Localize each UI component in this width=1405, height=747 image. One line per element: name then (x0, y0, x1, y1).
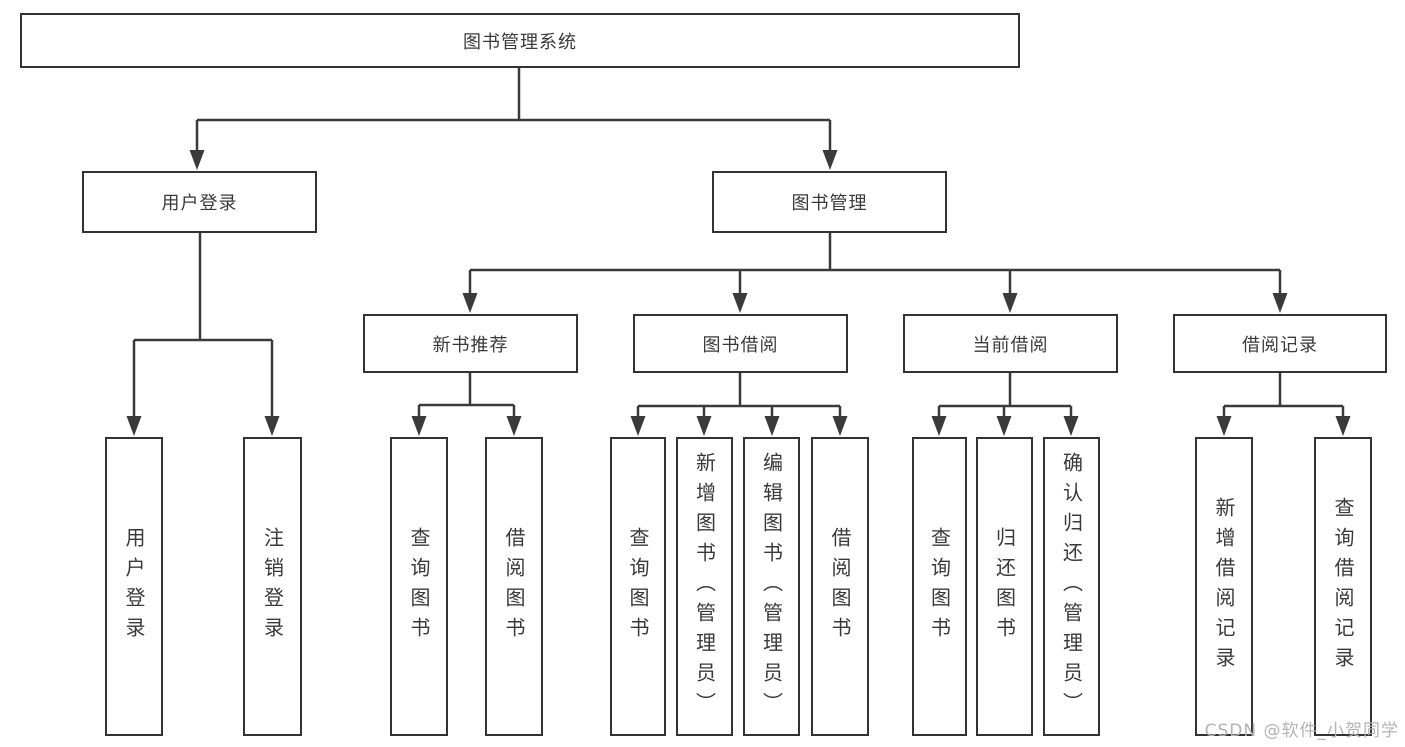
leaf-recommend-borrow-book: 借阅图书 (485, 437, 543, 736)
leaf-edit-book-admin: 编辑图书（管理员） (743, 437, 800, 736)
leaf-add-borrow-record: 新增借阅记录 (1195, 437, 1253, 736)
leaf-edit-book-admin-label: 编辑图书（管理员） (759, 451, 784, 722)
leaf-borrow-query-book-label: 查询图书 (626, 526, 650, 647)
leaf-query-borrow-record-label: 查询借阅记录 (1331, 496, 1355, 677)
node-current-borrow-label: 当前借阅 (972, 334, 1049, 356)
connector-paths (132, 68, 1345, 418)
leaf-current-query-book-label: 查询图书 (927, 526, 952, 647)
leaf-user-login-label: 用户登录 (122, 526, 146, 647)
leaf-return-book-label: 归还图书 (992, 526, 1017, 647)
node-book-borrow: 图书借阅 (633, 314, 848, 373)
node-current-borrow: 当前借阅 (903, 314, 1118, 373)
leaf-current-query-book: 查询图书 (912, 437, 967, 736)
leaf-add-book-admin: 新增图书（管理员） (676, 437, 733, 736)
arrowheads (126, 150, 1351, 436)
leaf-confirm-return-admin: 确认归还（管理员） (1043, 437, 1100, 736)
leaf-confirm-return-admin-label: 确认归还（管理员） (1059, 451, 1084, 722)
leaf-query-borrow-record: 查询借阅记录 (1314, 437, 1372, 736)
node-root: 图书管理系统 (20, 13, 1020, 68)
node-borrow-record: 借阅记录 (1173, 314, 1387, 373)
leaf-borrow-book: 借阅图书 (811, 437, 869, 736)
node-borrow-record-label: 借阅记录 (1242, 334, 1318, 356)
leaf-user-login: 用户登录 (105, 437, 163, 736)
leaf-add-book-admin-label: 新增图书（管理员） (692, 451, 717, 722)
leaf-borrow-query-book: 查询图书 (610, 437, 666, 736)
csdn-watermark: CSDN @软件_小贺同学 (1204, 721, 1399, 741)
leaf-logout-label: 注销登录 (260, 526, 285, 647)
leaf-logout: 注销登录 (243, 437, 302, 736)
leaf-recommend-query-book: 查询图书 (390, 437, 448, 736)
node-root-label: 图书管理系统 (463, 31, 577, 53)
leaf-return-book: 归还图书 (976, 437, 1033, 736)
node-book-borrow-label: 图书借阅 (702, 334, 779, 356)
node-user-login-label: 用户登录 (161, 193, 238, 214)
node-new-book-recommend-label: 新书推荐 (432, 334, 509, 356)
leaf-add-borrow-record-label: 新增借阅记录 (1212, 496, 1236, 677)
leaf-recommend-borrow-book-label: 借阅图书 (502, 526, 526, 647)
node-book-management: 图书管理 (712, 171, 947, 233)
node-book-management-label: 图书管理 (791, 193, 868, 214)
node-new-book-recommend: 新书推荐 (363, 314, 578, 373)
leaf-recommend-query-book-label: 查询图书 (407, 526, 431, 647)
node-user-login: 用户登录 (82, 171, 317, 233)
leaf-borrow-book-label: 借阅图书 (828, 526, 852, 647)
